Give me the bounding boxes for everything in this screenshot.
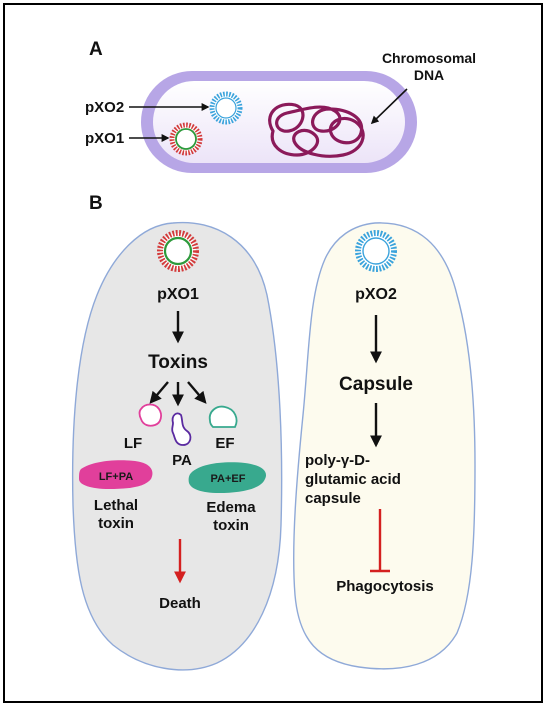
death-label: Death	[159, 595, 201, 612]
pa-ef-complex-label: PA+EF	[211, 473, 246, 485]
edema-toxin-label-line1: Edema	[206, 499, 256, 516]
lf-pa-complex-label: LF+PA	[99, 471, 133, 483]
chromosomal-dna-pointer-arrow	[370, 88, 408, 125]
chromosomal-dna-icon	[268, 102, 365, 158]
ef-label: EF	[215, 435, 234, 452]
pathway-pxo1-plasmid-icon	[157, 230, 199, 272]
chromosomal-dna-label-line2: DNA	[414, 67, 444, 83]
capsule-label: Capsule	[339, 374, 413, 395]
pxo2-plasmid-icon	[209, 91, 243, 125]
phagocytosis-label: Phagocytosis	[336, 578, 434, 595]
toxins-label: Toxins	[148, 352, 208, 373]
panel-a-pxo1-label: pXO1	[85, 130, 124, 147]
lethal-toxin-label-line1: Lethal	[94, 497, 138, 514]
pxo1-pathway-panel	[71, 221, 283, 671]
lethal-toxin-complex-icon	[79, 460, 153, 489]
figure-frame: A pXO2 pXO1 Chromosomal DNA B pXO1 Toxin…	[3, 3, 543, 703]
chromosomal-dna-label-line1: Chromosomal	[382, 50, 476, 66]
toxins-to-ef-arrow	[187, 381, 207, 404]
phagocytosis-inhibition-icon	[370, 509, 390, 573]
pathway-pxo2-plasmid-icon	[355, 230, 397, 272]
pathway-pxo1-label: pXO1	[157, 286, 199, 303]
pa-protein-icon	[171, 412, 192, 446]
poly-gamma-label-line3: capsule	[305, 490, 361, 507]
poly-gamma-label-line1: poly-γ-D-	[305, 452, 370, 469]
edema-toxin-label-line2: toxin	[213, 517, 249, 534]
lethal-toxin-label-line2: toxin	[98, 515, 134, 532]
edema-toxin-complex-icon	[188, 462, 267, 493]
poly-gamma-label-line2: glutamic acid	[305, 471, 401, 488]
pxo2-pathway-panel	[293, 222, 476, 670]
panel-a-pxo2-label: pXO2	[85, 99, 124, 116]
panel-b-label: B	[89, 193, 103, 214]
pxo1-plasmid-icon	[169, 122, 203, 156]
bacterial-cell	[141, 71, 417, 173]
ef-protein-icon	[208, 405, 238, 428]
lf-label: LF	[124, 435, 142, 452]
panel-a-label: A	[89, 39, 103, 60]
figure-canvas: A pXO2 pXO1 Chromosomal DNA B pXO1 Toxin…	[71, 39, 476, 671]
toxins-to-lf-arrow	[149, 381, 169, 404]
lf-protein-icon	[138, 403, 162, 427]
pa-label: PA	[172, 452, 192, 469]
pathway-pxo2-label: pXO2	[355, 286, 397, 303]
